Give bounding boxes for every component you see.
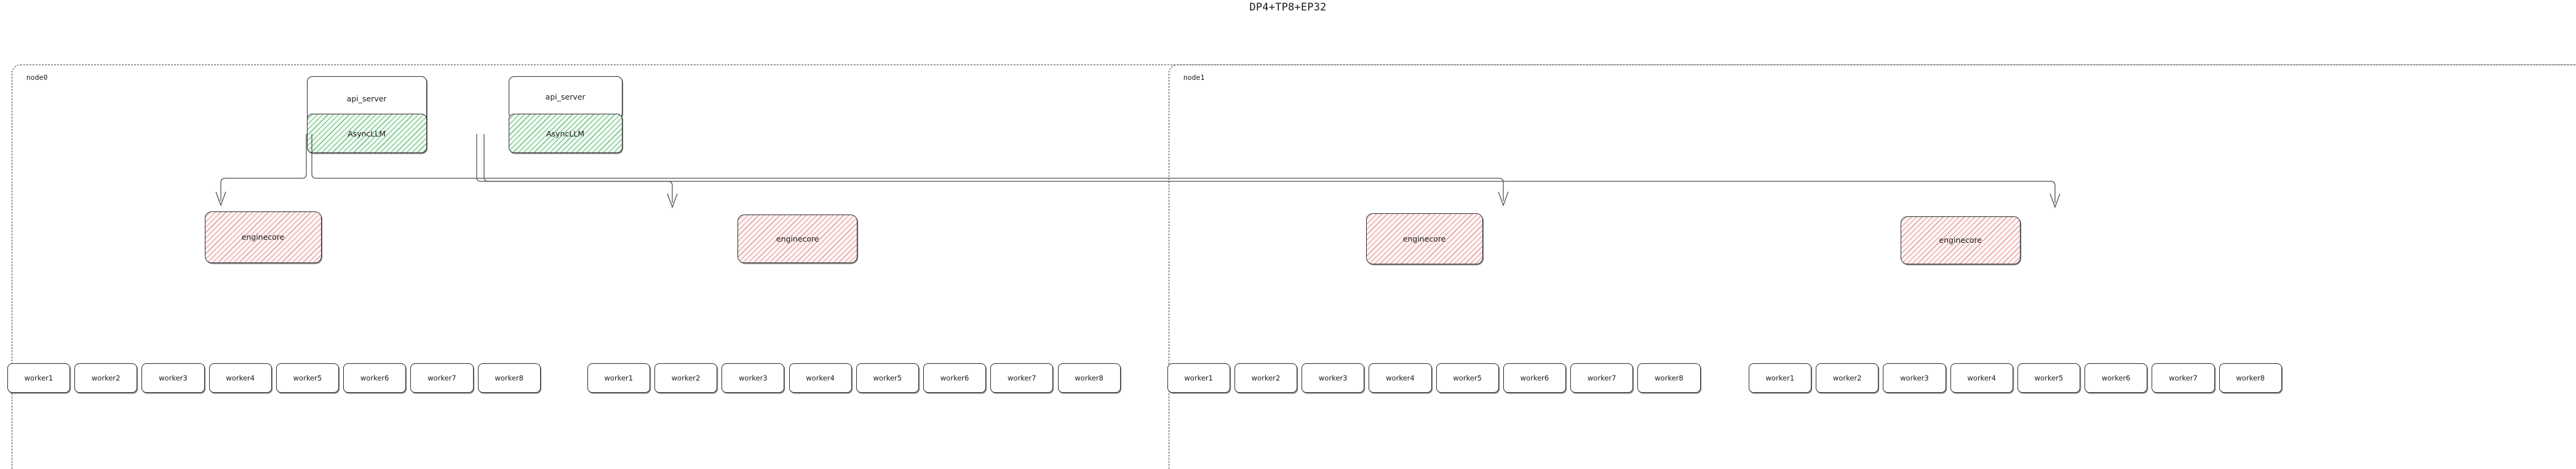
asyncllm-box[interactable]: AsyncLLM (306, 114, 427, 154)
worker-box[interactable]: worker8 (477, 363, 541, 393)
enginecore-box[interactable]: enginecore (1366, 213, 1483, 264)
worker-label: worker5 (2034, 374, 2064, 383)
worker-label: worker4 (1967, 374, 1996, 383)
worker-label: worker7 (1587, 374, 1616, 383)
worker-label: worker3 (1900, 374, 1929, 383)
enginecore-box[interactable]: enginecore (1900, 216, 2021, 264)
page-title: DP4+TP8+EP32 (1249, 1, 1327, 14)
enginecore-label: enginecore (1402, 234, 1446, 243)
worker-label: worker6 (940, 374, 969, 383)
node-container-node1 (1169, 64, 2576, 469)
worker-box[interactable]: worker5 (1436, 363, 1499, 393)
worker-box[interactable]: worker8 (1057, 363, 1121, 393)
api-server-box[interactable]: api_server (306, 76, 427, 122)
node-label-node0: node0 (26, 73, 48, 82)
worker-box[interactable]: worker4 (1369, 363, 1432, 393)
worker-box[interactable]: worker3 (722, 363, 785, 393)
worker-box[interactable]: worker2 (1234, 363, 1297, 393)
worker-box[interactable]: worker4 (1950, 363, 2013, 393)
worker-label: worker4 (1386, 374, 1415, 383)
enginecore-label: enginecore (776, 234, 819, 243)
worker-label: worker8 (495, 374, 523, 383)
worker-box[interactable]: worker1 (1167, 363, 1230, 393)
worker-label: worker7 (427, 374, 456, 383)
worker-box[interactable]: worker3 (141, 363, 205, 393)
worker-label: worker5 (293, 374, 322, 383)
worker-label: worker5 (873, 374, 902, 383)
worker-label: worker8 (1655, 374, 1684, 383)
worker-box[interactable]: worker3 (1883, 363, 1946, 393)
worker-box[interactable]: worker5 (856, 363, 919, 393)
api-server-label: api_server (545, 92, 586, 102)
worker-label: worker1 (604, 374, 634, 383)
worker-label: worker7 (1008, 374, 1036, 383)
worker-label: worker1 (1184, 374, 1213, 383)
worker-box[interactable]: worker6 (2085, 363, 2148, 393)
worker-box[interactable]: worker4 (209, 363, 272, 393)
worker-box[interactable]: worker8 (1637, 363, 1701, 393)
worker-box[interactable]: worker6 (1503, 363, 1566, 393)
worker-label: worker7 (2169, 374, 2198, 383)
enginecore-label: enginecore (241, 232, 285, 242)
worker-box[interactable]: worker3 (1302, 363, 1365, 393)
worker-label: worker8 (1075, 374, 1103, 383)
worker-label: worker3 (1318, 374, 1348, 383)
worker-box[interactable]: worker7 (990, 363, 1054, 393)
enginecore-label: enginecore (1939, 235, 1982, 245)
worker-box[interactable]: worker7 (410, 363, 474, 393)
worker-label: worker2 (91, 374, 121, 383)
worker-box[interactable]: worker4 (789, 363, 852, 393)
worker-box[interactable]: worker7 (1570, 363, 1634, 393)
worker-label: worker2 (671, 374, 701, 383)
worker-box[interactable]: worker7 (2152, 363, 2215, 393)
enginecore-box[interactable]: enginecore (737, 215, 858, 263)
worker-label: worker6 (2101, 374, 2131, 383)
worker-label: worker6 (360, 374, 389, 383)
worker-label: worker5 (1453, 374, 1482, 383)
worker-box[interactable]: worker2 (74, 363, 138, 393)
worker-label: worker4 (806, 374, 835, 383)
worker-box[interactable]: worker2 (654, 363, 718, 393)
worker-label: worker3 (159, 374, 188, 383)
worker-label: worker1 (24, 374, 54, 383)
worker-label: worker3 (739, 374, 768, 383)
worker-label: worker2 (1832, 374, 1862, 383)
worker-label: worker4 (226, 374, 255, 383)
worker-label: worker2 (1251, 374, 1281, 383)
worker-box[interactable]: worker5 (2017, 363, 2080, 393)
enginecore-box[interactable]: enginecore (204, 211, 322, 263)
node-label-node1: node1 (1183, 73, 1205, 82)
api-server-box[interactable]: api_server (508, 76, 622, 119)
asyncllm-label: AsyncLLM (348, 128, 386, 138)
asyncllm-box[interactable]: AsyncLLM (508, 114, 622, 154)
worker-box[interactable]: worker1 (7, 363, 70, 393)
worker-box[interactable]: worker5 (276, 363, 339, 393)
worker-box[interactable]: worker8 (2219, 363, 2282, 393)
worker-label: worker6 (1520, 374, 1549, 383)
worker-box[interactable]: worker1 (1748, 363, 1811, 393)
worker-label: worker1 (1765, 374, 1795, 383)
asyncllm-label: AsyncLLM (546, 128, 585, 138)
worker-label: worker8 (2236, 374, 2265, 383)
worker-box[interactable]: worker2 (1816, 363, 1879, 393)
worker-box[interactable]: worker6 (923, 363, 987, 393)
worker-box[interactable]: worker6 (343, 363, 407, 393)
api-server-label: api_server (346, 93, 387, 103)
worker-box[interactable]: worker1 (587, 363, 650, 393)
